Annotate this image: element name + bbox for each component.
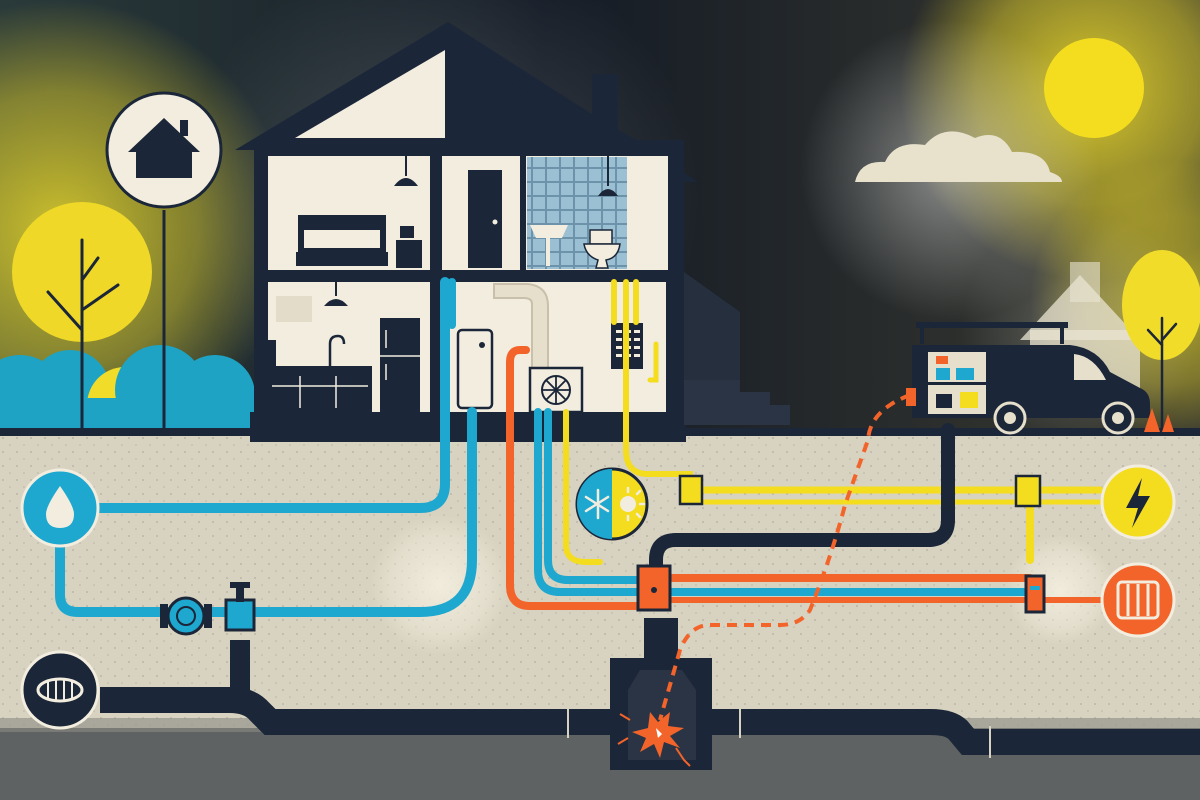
traffic-cones [1144,408,1174,432]
water-lines [55,277,1034,617]
power-junction-box-2 [1014,474,1042,508]
service-line [649,423,955,577]
bushes-left [0,345,255,445]
cloud [855,131,1062,182]
pipe-burst-icon [617,712,691,767]
water-heater [456,328,494,410]
drain-grate-icon [20,650,100,730]
hall-door [468,170,502,268]
leak-trace [658,393,911,721]
lightning-bolt-icon [1100,464,1176,540]
porch-steps [684,272,790,425]
heat-pump-unit [528,366,584,414]
bathroom [530,156,621,269]
radiator-connector [1024,574,1046,614]
water-drop-icon [20,468,100,548]
tree-right [1122,250,1200,432]
tree-left [46,238,120,432]
distribution-manifold [636,564,672,612]
service-van-icon [906,322,1150,435]
home-icon [105,91,223,498]
water-meter [160,596,212,636]
radiator-icon [1100,562,1176,638]
snowflake-sun-icon [575,467,649,541]
kitchen [268,282,420,412]
shutoff-valve [224,582,256,632]
bedroom [296,156,422,268]
sewer-pipe [100,640,1200,758]
sun [1044,38,1144,138]
power-junction-box-1 [678,474,704,506]
